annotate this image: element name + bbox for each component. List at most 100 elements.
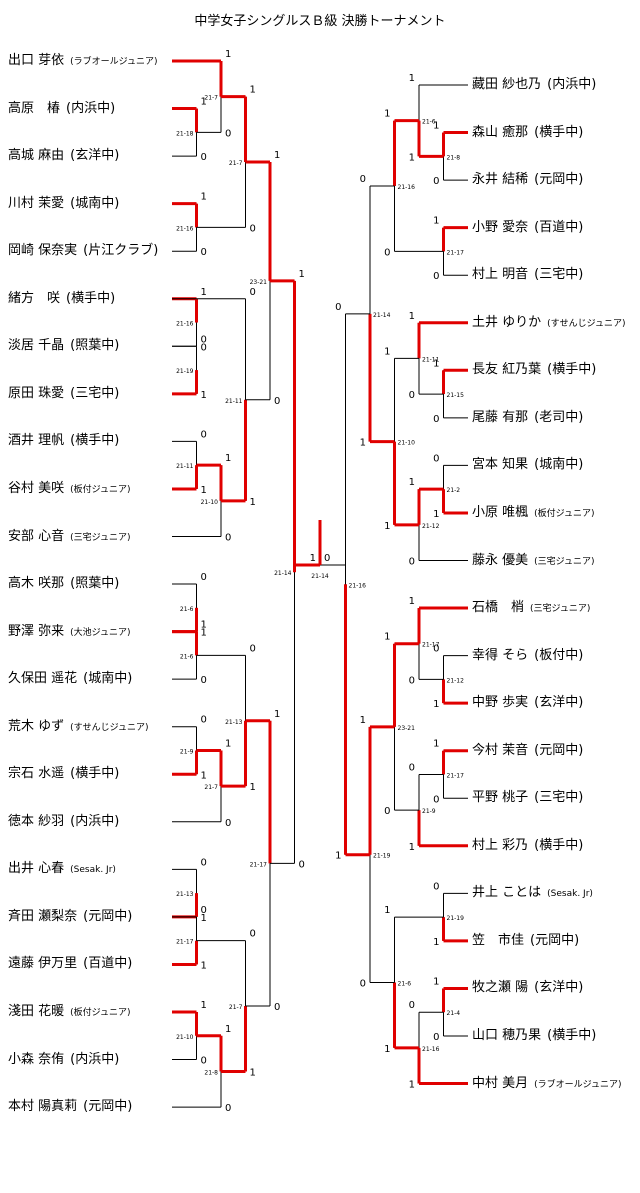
player-name: 尾藤 有那 bbox=[472, 409, 529, 425]
match-score: 21-11 bbox=[225, 398, 243, 405]
set-score: 1 bbox=[201, 1000, 207, 1011]
set-score: 1 bbox=[250, 1067, 256, 1078]
set-score: 0 bbox=[250, 643, 256, 654]
match-score: 21-14 bbox=[274, 570, 292, 577]
set-score: 0 bbox=[335, 302, 341, 313]
match-score: 21-12 bbox=[422, 523, 440, 530]
set-score: 0 bbox=[299, 859, 305, 870]
player-entry: 出井 心春(Sesak. Jr) bbox=[8, 861, 116, 878]
set-score: 0 bbox=[433, 644, 439, 655]
player-name: 中村 美月 bbox=[472, 1075, 529, 1091]
match-score: 21-17 bbox=[422, 642, 440, 649]
player-team: (ラブオールジュニア) bbox=[70, 57, 158, 67]
set-score: 0 bbox=[324, 553, 330, 564]
set-score: 1 bbox=[225, 738, 231, 749]
match-score: 21-16 bbox=[176, 225, 194, 232]
player-team: (三宅ジュニア) bbox=[530, 604, 591, 615]
set-score: 0 bbox=[201, 572, 207, 583]
player-team: (城南中) bbox=[534, 457, 584, 473]
match-score: 23-21 bbox=[250, 279, 268, 286]
player-name: 川村 茉愛 bbox=[8, 195, 65, 211]
match-score: 21-8 bbox=[204, 1069, 218, 1076]
player-team: (元岡中) bbox=[534, 742, 584, 758]
player-name: 森山 癒那 bbox=[472, 124, 529, 140]
player-team: (玄洋中) bbox=[70, 148, 120, 164]
player-entry: 淡居 千晶(照葉中) bbox=[8, 338, 119, 354]
set-score: 1 bbox=[409, 311, 415, 322]
player-entry: 平野 桃子(三宅中) bbox=[472, 790, 583, 806]
set-score: 1 bbox=[201, 192, 207, 203]
match-score: 23-21 bbox=[398, 725, 416, 732]
set-score: 1 bbox=[201, 770, 207, 781]
match-score: 21-16 bbox=[176, 321, 194, 328]
player-name: 原田 珠愛 bbox=[8, 385, 65, 401]
player-name: 牧之瀬 陽 bbox=[472, 980, 529, 996]
player-name: 小野 愛奈 bbox=[472, 219, 529, 235]
set-score: 1 bbox=[360, 438, 366, 449]
set-score: 1 bbox=[225, 453, 231, 464]
player-team: (板付ジュニア) bbox=[70, 484, 131, 495]
player-name: 久保田 遥花 bbox=[8, 671, 78, 687]
set-score: 0 bbox=[360, 979, 366, 990]
player-name: 幸得 そら bbox=[472, 647, 529, 663]
player-name: 宮本 知果 bbox=[472, 457, 529, 473]
set-score: 0 bbox=[225, 818, 231, 829]
player-entry: 酒井 理帆(横手中) bbox=[8, 433, 119, 449]
player-entry: 徳本 紗羽(内浜中) bbox=[8, 814, 119, 830]
set-score: 1 bbox=[201, 960, 207, 971]
match-score: 21-18 bbox=[176, 130, 194, 137]
set-score: 0 bbox=[250, 929, 256, 940]
player-entry: 岡崎 保奈実(片江クラブ) bbox=[8, 243, 158, 259]
player-name: 淡居 千晶 bbox=[8, 338, 65, 354]
set-score: 0 bbox=[384, 806, 390, 817]
set-score: 0 bbox=[384, 247, 390, 258]
set-score: 0 bbox=[409, 675, 415, 686]
set-score: 1 bbox=[201, 628, 207, 639]
player-entry: 淺田 花暖(板付ジュニア) bbox=[8, 1004, 131, 1021]
match-score: 21-2 bbox=[447, 487, 461, 494]
player-name: 笠 市佳 bbox=[472, 932, 525, 948]
player-team: (内浜中) bbox=[70, 1051, 120, 1067]
set-score: 1 bbox=[250, 782, 256, 793]
match-score: 21-7 bbox=[229, 160, 243, 167]
set-score: 0 bbox=[274, 1002, 280, 1013]
player-team: (百道中) bbox=[83, 956, 133, 972]
set-score: 0 bbox=[201, 342, 207, 353]
match-score: 21-13 bbox=[225, 719, 243, 726]
player-entry: 石橋 梢(三宅ジュニア) bbox=[472, 600, 590, 617]
set-score: 0 bbox=[433, 414, 439, 425]
player-team: (三宅中) bbox=[70, 385, 120, 401]
player-team: (三宅ジュニア) bbox=[534, 556, 595, 567]
player-team: (板付ジュニア) bbox=[534, 508, 595, 519]
player-entry: 谷村 美咲 (板付ジュニア) bbox=[8, 481, 131, 498]
set-score: 0 bbox=[250, 223, 256, 234]
set-score: 0 bbox=[201, 247, 207, 258]
set-score: 1 bbox=[433, 937, 439, 948]
player-entry: 村上 彩乃(横手中) bbox=[472, 838, 583, 854]
match-score: 21-8 bbox=[447, 154, 461, 161]
match-score: 21-19 bbox=[176, 368, 194, 375]
player-name: 山口 穂乃果 bbox=[472, 1028, 542, 1043]
match-score: 21-16 bbox=[349, 582, 367, 589]
set-score: 1 bbox=[409, 1080, 415, 1091]
player-name: 本村 陽真莉 bbox=[8, 1099, 78, 1115]
match-score: 21-4 bbox=[447, 1010, 461, 1017]
player-name: 斉田 瀬梨奈 bbox=[8, 908, 78, 924]
set-score: 0 bbox=[201, 334, 207, 345]
player-entry: 宗石 水遥(横手中) bbox=[8, 766, 119, 782]
player-name: 淺田 花暖 bbox=[8, 1004, 65, 1019]
match-score: 21-19 bbox=[447, 915, 465, 922]
player-entry: 出口 芽依(ラブオールジュニア) bbox=[8, 53, 158, 70]
set-score: 1 bbox=[433, 699, 439, 710]
set-score: 0 bbox=[225, 1103, 231, 1114]
match-score: 21-9 bbox=[422, 808, 436, 815]
player-entry: 今村 茉音(元岡中) bbox=[472, 743, 583, 759]
set-score: 0 bbox=[409, 390, 415, 401]
match-score: 21-6 bbox=[180, 653, 194, 660]
player-name: 土井 ゆりか bbox=[472, 314, 542, 330]
player-name: 谷村 美咲 bbox=[8, 480, 65, 496]
match-score: 21-13 bbox=[176, 891, 194, 898]
player-entry: 野澤 弥来(大池ジュニア) bbox=[8, 624, 131, 641]
set-score: 1 bbox=[310, 553, 316, 564]
set-score: 1 bbox=[409, 152, 415, 163]
